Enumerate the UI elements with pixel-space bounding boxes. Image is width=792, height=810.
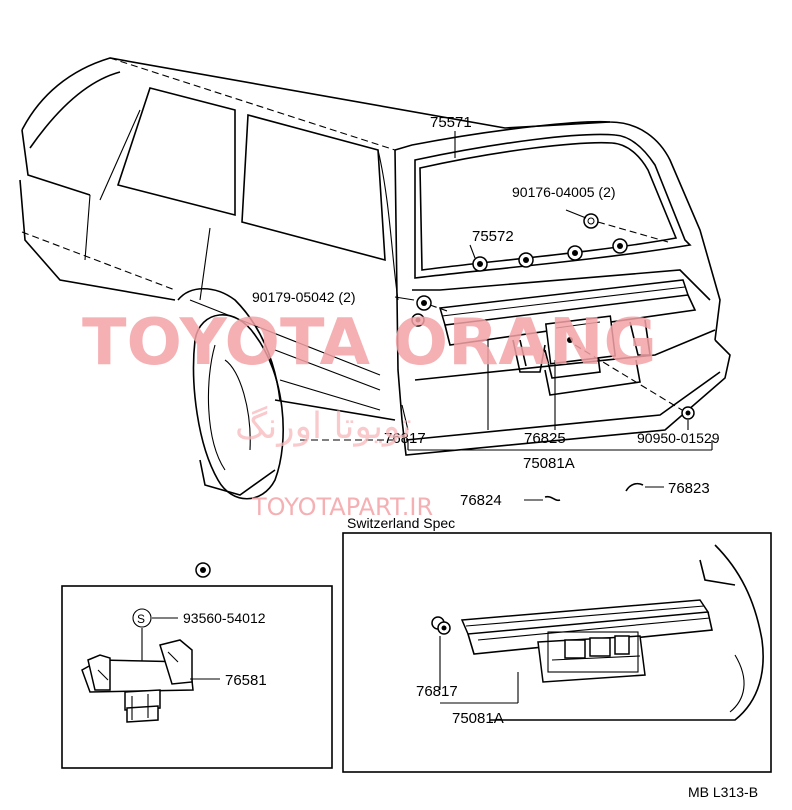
- part-labels: 75571 90176-04005 (2) 75572 90179-05042 …: [137, 114, 758, 800]
- label-75572: 75572: [472, 228, 514, 245]
- label-75081a-swiss: 75081A: [452, 710, 504, 727]
- clip-76824-icon: [524, 495, 561, 502]
- label-93560: 93560-54012: [183, 610, 266, 626]
- screw-90179-icon: [394, 295, 451, 327]
- nut-90950-icon: [574, 344, 695, 420]
- watermark-persian: تویوتا اورنگ: [235, 405, 412, 447]
- license-plate-bracket-76825: [512, 315, 651, 396]
- rear-window-studs: [472, 238, 628, 272]
- leader-lines: [407, 131, 713, 451]
- watermark-url: TOYOTAPART.IR: [251, 493, 433, 521]
- watermark: TOYOTA ORANG تویوتا اورنگ TOYOTAPART.IR: [82, 306, 657, 521]
- label-76817-swiss: 76817: [416, 683, 458, 700]
- clip-76823-icon: [625, 482, 664, 492]
- label-90179: 90179-05042 (2): [252, 289, 356, 305]
- label-90950: 90950-01529: [637, 430, 720, 446]
- label-76817: 76817: [384, 430, 426, 447]
- label-90176: 90176-04005 (2): [512, 184, 616, 200]
- watermark-main: TOYOTA ORANG: [82, 306, 657, 380]
- label-76824: 76824: [460, 492, 502, 509]
- label-s-symbol: S: [137, 612, 145, 626]
- clip-90176-icon: [565, 209, 669, 243]
- label-76823: 76823: [668, 480, 710, 497]
- reference-code: MB L313-B: [688, 784, 758, 800]
- label-75571: 75571: [430, 114, 472, 131]
- switzerland-spec-box: [342, 532, 772, 773]
- fastener-76581-box: [61, 562, 333, 769]
- label-76581: 76581: [225, 672, 267, 689]
- label-switzerland-spec: Switzerland Spec: [347, 515, 455, 531]
- car-body-outline: [19, 57, 731, 500]
- label-76825: 76825: [524, 430, 566, 447]
- label-75081a: 75081A: [523, 455, 575, 472]
